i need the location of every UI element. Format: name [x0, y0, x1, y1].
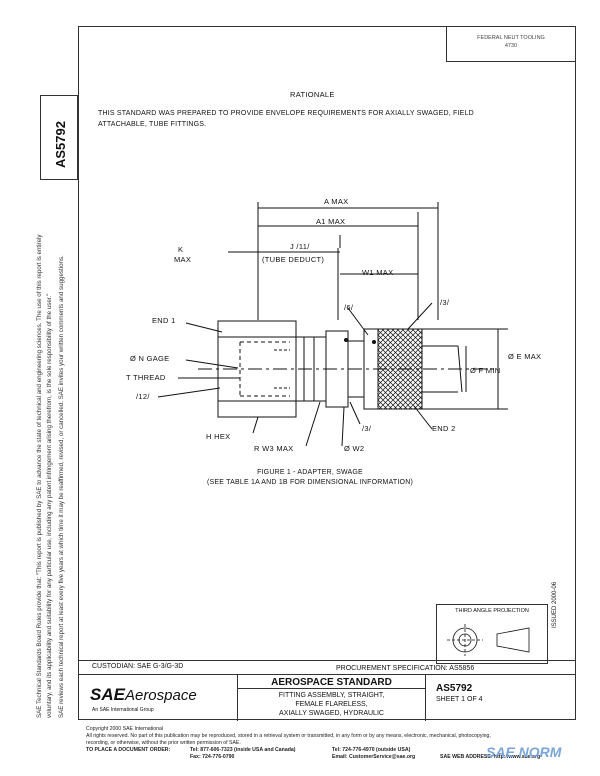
order-label: TO PLACE A DOCUMENT ORDER:: [86, 747, 171, 753]
label-tube-deduct: (TUBE DEDUCT): [262, 255, 325, 264]
label-12: /12/: [136, 392, 150, 401]
watermark-logo: SAE NORM: [486, 744, 562, 760]
sheet-number: SHEET 1 OF 4: [436, 696, 483, 703]
leader-end2: [413, 405, 433, 430]
logo-sae: SAE: [90, 685, 125, 704]
label-a-max: A MAX: [324, 197, 349, 206]
fax: Fax: 724-776-0790: [190, 754, 235, 760]
fsc-line2: 4730: [504, 43, 518, 49]
legal-text-line1: SAE Technical Standards Board Rules prov…: [36, 234, 43, 719]
label-k: K: [178, 245, 184, 254]
label-h-hex: H HEX: [206, 432, 231, 441]
number-cell: AS5792 SHEET 1 OF 4: [426, 675, 576, 721]
title-desc-3: AXIALLY SWAGED, HYDRAULIC: [279, 710, 384, 717]
leader-6: [347, 307, 369, 336]
std-number: AS5792: [436, 683, 473, 694]
drawing-frame: [78, 26, 576, 720]
label-w2: Ø W2: [344, 444, 365, 453]
aerospace-standard-heading: AEROSPACE STANDARD: [238, 675, 425, 689]
label-e-max: Ø E MAX: [508, 352, 542, 361]
label-r-w3-max: R W3 MAX: [254, 444, 294, 453]
leader-w3: [305, 401, 321, 447]
web-address: SAE WEB ADDRESS: http://www.sae.org: [440, 754, 541, 760]
label-j11: J /11/: [290, 242, 310, 251]
label-end2: END 2: [432, 424, 456, 433]
rights-text: All rights reserved. No part of this pub…: [86, 733, 491, 739]
rationale-text: THIS STANDARD WAS PREPARED TO PROVIDE EN…: [98, 110, 474, 128]
label-t-thread: T THREAD: [126, 373, 166, 382]
rights-text-2: recording, or otherwise, without the pri…: [86, 740, 241, 746]
label-3-bottom: /3/: [362, 424, 372, 433]
std-id-vertical: AS5792: [53, 121, 68, 168]
figure-caption-note: (SEE TABLE 1A AND 1B FOR DIMENSIONAL INF…: [207, 479, 413, 486]
label-k-max: MAX: [174, 255, 192, 264]
label-end1: END 1: [152, 316, 176, 325]
title-cell: AEROSPACE STANDARD FITTING ASSEMBLY, STR…: [238, 675, 426, 721]
fsc-box: FEDERAL NEUT TOOLING 4730: [446, 26, 576, 62]
leader-n-gage: [185, 359, 239, 369]
leader-12: [157, 387, 221, 398]
procurement-spec: PROCUREMENT SPECIFICATION: AS5856: [336, 665, 475, 672]
tel-outside: Tel: 724-776-4970 (outside USA): [332, 747, 411, 753]
fsc-line1: FEDERAL NEUT TOOLING: [477, 35, 545, 41]
legal-text-line3: SAE reviews each technical report at lea…: [58, 255, 65, 718]
title-block: SAEAerospace An SAE International Group …: [78, 674, 576, 721]
logo-aerospace: Aerospace: [124, 687, 197, 704]
email: Email: CustomerService@sae.org: [332, 754, 416, 760]
swage-dot: [344, 338, 348, 342]
label-f-min: Ø F MIN: [470, 366, 501, 375]
leader-3-bottom: [349, 401, 361, 425]
custodian: CUSTODIAN: SAE G-3/G-3D: [92, 663, 184, 670]
leader-3-top: [407, 302, 433, 330]
footer: Copyright 2000 SAE International All rig…: [86, 726, 586, 761]
title-desc-2: FEMALE FLARELESS,: [295, 701, 368, 708]
title-desc-1: FITTING ASSEMBLY, STRAIGHT,: [278, 692, 385, 699]
leader-hex: [252, 416, 259, 434]
knurl-hatch: [378, 329, 422, 409]
rationale-title: RATIONALE: [290, 90, 335, 99]
custodian-row: CUSTODIAN: SAE G-3/G-3D PROCUREMENT SPEC…: [78, 660, 576, 674]
label-a1-max: A1 MAX: [316, 217, 346, 226]
label-3-top: /3/: [440, 298, 450, 307]
adapter-swage-drawing: [157, 202, 508, 447]
tel-usa: Tel: 877-606-7323 (inside USA and Canada…: [190, 747, 296, 753]
third-angle-title: THIRD ANGLE PROJECTION: [455, 608, 529, 614]
copyright: Copyright 2000 SAE International: [86, 726, 163, 732]
logo-cell: SAEAerospace An SAE International Group: [78, 675, 238, 721]
leader-w2: [341, 406, 345, 447]
label-w1-max: W1 MAX: [362, 268, 394, 277]
third-angle-projection: THIRD ANGLE PROJECTION: [436, 604, 548, 664]
std-id-box: AS5792: [40, 95, 78, 180]
leader-end1: [185, 322, 223, 333]
issued-date: ISSUED 2000-06: [552, 581, 558, 628]
label-6: /6/: [344, 303, 354, 312]
legal-text-line2: voluntary, and its applicability and sui…: [46, 293, 53, 718]
figure-caption-title: FIGURE 1 - ADAPTER, SWAGE: [257, 469, 363, 476]
third-angle-symbol-icon: [447, 624, 530, 656]
logo-sub: An SAE International Group: [92, 707, 154, 713]
label-n-gage: Ø N GAGE: [130, 354, 170, 363]
